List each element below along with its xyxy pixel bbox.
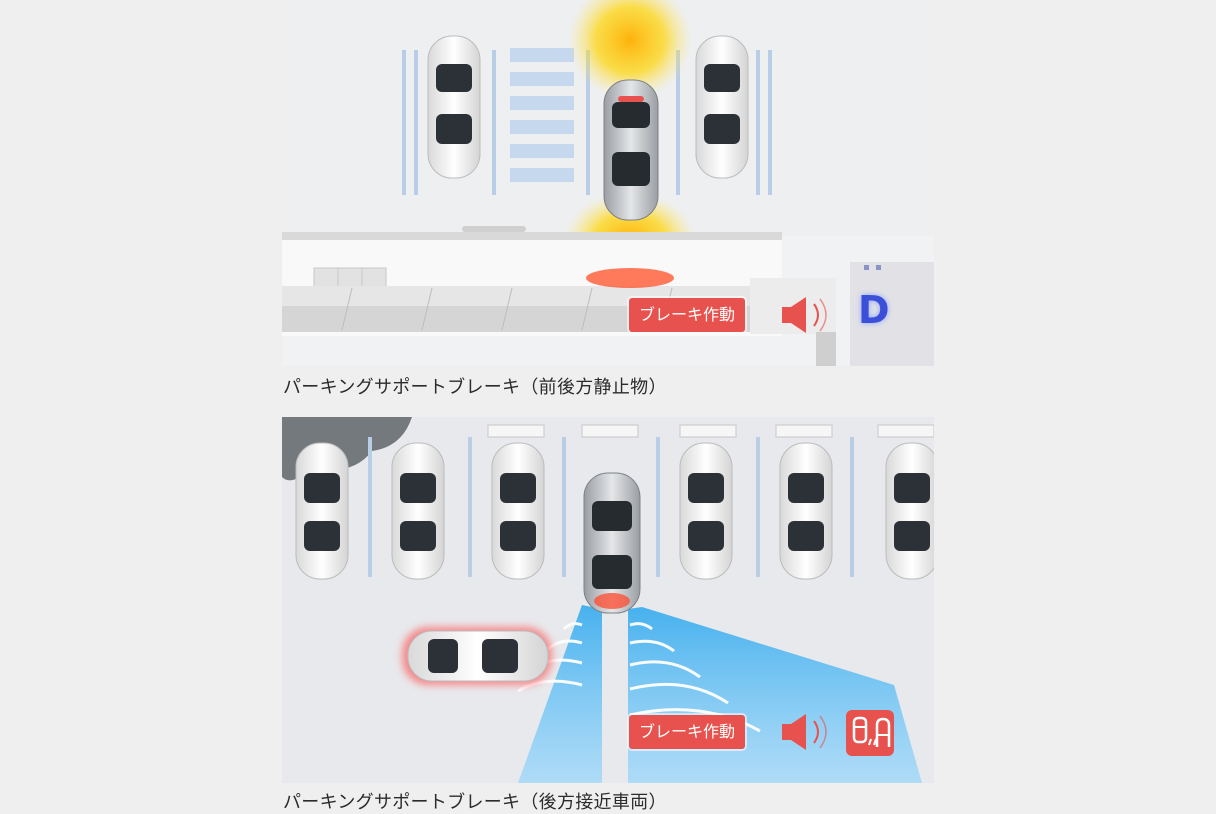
parked-car-row [295, 442, 934, 580]
front-sensor-glow [568, 0, 692, 100]
brake-active-badge-top: ブレーキ作動 [629, 298, 746, 332]
gear-d-label: D [858, 288, 890, 332]
own-vehicle-bottom [583, 472, 641, 614]
parking-lot-illustration-top [282, 0, 934, 366]
parking-vehicle-icon [845, 709, 895, 757]
brake-active-badge-bottom: ブレーキ作動 [629, 715, 746, 749]
gear-d-icon: D [854, 262, 894, 332]
parking-lot-illustration-bottom [282, 417, 934, 783]
rear-sensor-fan-left [518, 605, 602, 783]
speaker-warning-icon [776, 294, 836, 336]
caption-bottom: パーキングサポートブレーキ（後方接近車両） [283, 792, 667, 813]
caption-top: パーキングサポートブレーキ（前後方静止物） [283, 377, 667, 398]
rear-approaching-vehicle-scene: ブレーキ作動 [282, 417, 934, 783]
parked-car-right [695, 35, 749, 179]
own-vehicle-top [603, 79, 659, 221]
speaker-warning-icon [776, 711, 836, 753]
approaching-vehicle [402, 627, 552, 685]
parked-car-left [427, 35, 481, 179]
front-rear-obstacle-scene: ブレーキ作動 D [282, 0, 934, 366]
